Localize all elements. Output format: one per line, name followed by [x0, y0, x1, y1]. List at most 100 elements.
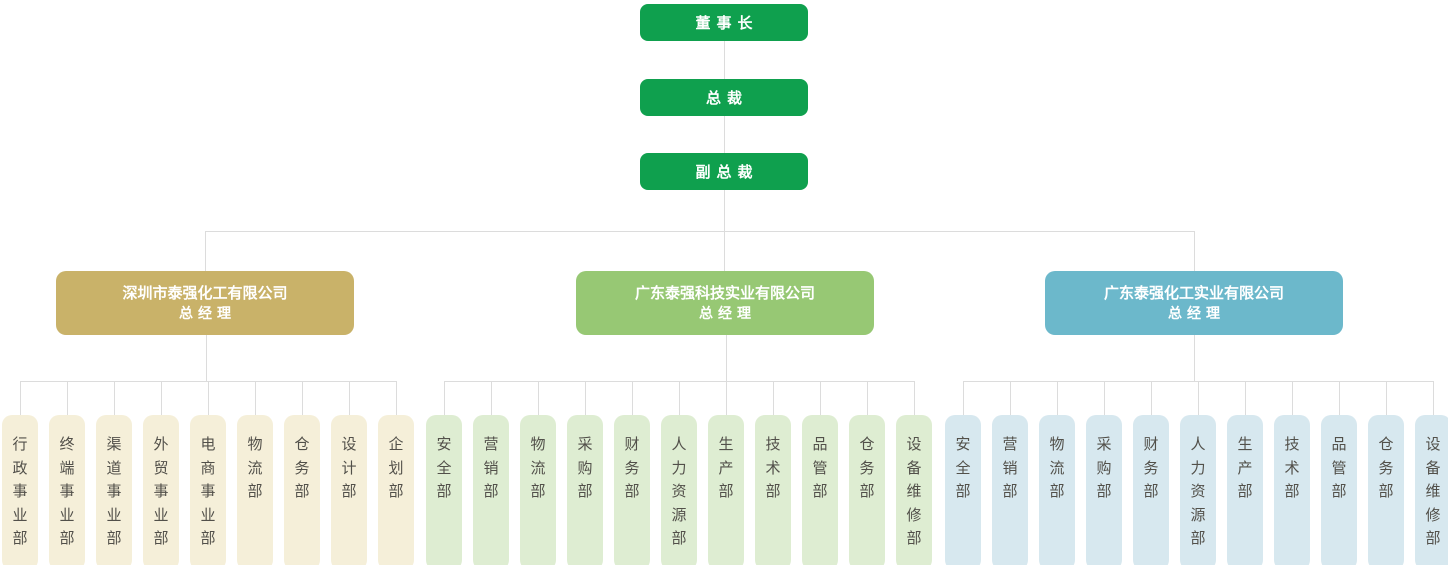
dept-node: 品管部 [802, 415, 838, 565]
dept-label: 营销部 [483, 436, 499, 500]
dept-node: 安全部 [945, 415, 981, 565]
connector-line [1151, 381, 1152, 415]
dept-node: 采购部 [1086, 415, 1122, 565]
connector-line [491, 381, 492, 415]
dept-label: 采购部 [1096, 436, 1112, 500]
dept-node: 渠道事业部 [96, 415, 132, 565]
dept-label: 外贸事业部 [153, 436, 169, 547]
dept-label: 品管部 [1331, 436, 1347, 500]
connector-line [1194, 335, 1195, 381]
org-node-president: 总裁 [640, 79, 808, 116]
dept-label: 仓务部 [294, 436, 310, 500]
connector-line [161, 381, 162, 415]
connector-line [1292, 381, 1293, 415]
dept-label: 设备维修部 [906, 436, 922, 547]
company-name: 广东泰强化工实业有限公司 [1103, 284, 1284, 302]
dept-label: 物流部 [530, 436, 546, 500]
dept-label: 人力资源部 [671, 436, 687, 547]
dept-node: 仓务部 [1368, 415, 1404, 565]
dept-node: 设备维修部 [896, 415, 932, 565]
dept-node: 财务部 [614, 415, 650, 565]
org-node-vice-president: 副总裁 [640, 153, 808, 190]
dept-label: 营销部 [1002, 436, 1018, 500]
connector-line [679, 381, 680, 415]
org-node-company-guangdong-tech: 广东泰强科技实业有限公司 总经理 [576, 271, 874, 335]
org-node-president-label: 总裁 [705, 90, 748, 107]
connector-line [1386, 381, 1387, 415]
connector-line [1339, 381, 1340, 415]
connector-line [585, 381, 586, 415]
dept-node: 采购部 [567, 415, 603, 565]
connector-line [444, 381, 445, 415]
connector-line [538, 381, 539, 415]
connector-line [723, 190, 725, 231]
dept-label: 财务部 [1143, 436, 1159, 500]
dept-label: 渠道事业部 [106, 436, 122, 547]
dept-node: 技术部 [1274, 415, 1310, 565]
dept-node: 生产部 [1227, 415, 1263, 565]
connector-line [632, 381, 633, 415]
dept-node: 安全部 [426, 415, 462, 565]
connector-line [1198, 381, 1199, 415]
dept-node: 企划部 [378, 415, 414, 565]
connector-line [20, 381, 21, 415]
connector-line [205, 231, 206, 271]
dept-node: 外贸事业部 [143, 415, 179, 565]
dept-node: 品管部 [1321, 415, 1357, 565]
connector-line [963, 381, 964, 415]
org-node-company-shenzhen-chemical: 深圳市泰强化工有限公司 总经理 [56, 271, 354, 335]
dept-node: 仓务部 [284, 415, 320, 565]
dept-label: 技术部 [1284, 436, 1300, 500]
dept-label: 安全部 [955, 436, 971, 500]
dept-node: 设计部 [331, 415, 367, 565]
dept-label: 物流部 [1049, 436, 1065, 500]
connector-line [1104, 381, 1105, 415]
dept-label: 品管部 [812, 436, 828, 500]
connector-line [1433, 381, 1434, 415]
dept-label: 电商事业部 [200, 436, 216, 547]
dept-node: 营销部 [992, 415, 1028, 565]
dept-label: 设计部 [341, 436, 357, 500]
connector-line [723, 116, 725, 153]
connector-line [726, 381, 727, 415]
dept-label: 终端事业部 [59, 436, 75, 547]
dept-label: 财务部 [624, 436, 640, 500]
dept-node: 物流部 [1039, 415, 1075, 565]
connector-line [1245, 381, 1246, 415]
dept-node: 营销部 [473, 415, 509, 565]
dept-node: 物流部 [520, 415, 556, 565]
connector-line [914, 381, 915, 415]
connector-line [723, 41, 725, 79]
dept-node: 生产部 [708, 415, 744, 565]
connector-line [725, 335, 727, 381]
connector-line [208, 381, 209, 415]
dept-node: 人力资源部 [661, 415, 697, 565]
org-node-chairman-label: 董事长 [695, 15, 759, 32]
dept-node: 终端事业部 [49, 415, 85, 565]
dept-node: 财务部 [1133, 415, 1169, 565]
dept-node: 人力资源部 [1180, 415, 1216, 565]
org-node-company-guangdong-chemical: 广东泰强化工实业有限公司 总经理 [1045, 271, 1343, 335]
connector-line [820, 381, 821, 415]
company-name: 广东泰强科技实业有限公司 [634, 284, 815, 302]
connector-line [723, 231, 725, 271]
connector-line [1193, 231, 1195, 271]
company-role: 总经理 [699, 304, 756, 321]
dept-label: 行政事业部 [12, 436, 28, 547]
connector-line [349, 381, 350, 415]
dept-label: 物流部 [247, 436, 263, 500]
connector-line [205, 335, 207, 381]
dept-node: 技术部 [755, 415, 791, 565]
connector-line [67, 381, 68, 415]
connector-line [1010, 381, 1011, 415]
dept-label: 仓务部 [1378, 436, 1394, 500]
dept-node: 设备维修部 [1415, 415, 1448, 565]
dept-node: 电商事业部 [190, 415, 226, 565]
org-node-vice-president-label: 副总裁 [695, 164, 759, 181]
dept-label: 技术部 [765, 436, 781, 500]
company-name: 深圳市泰强化工有限公司 [122, 284, 288, 302]
